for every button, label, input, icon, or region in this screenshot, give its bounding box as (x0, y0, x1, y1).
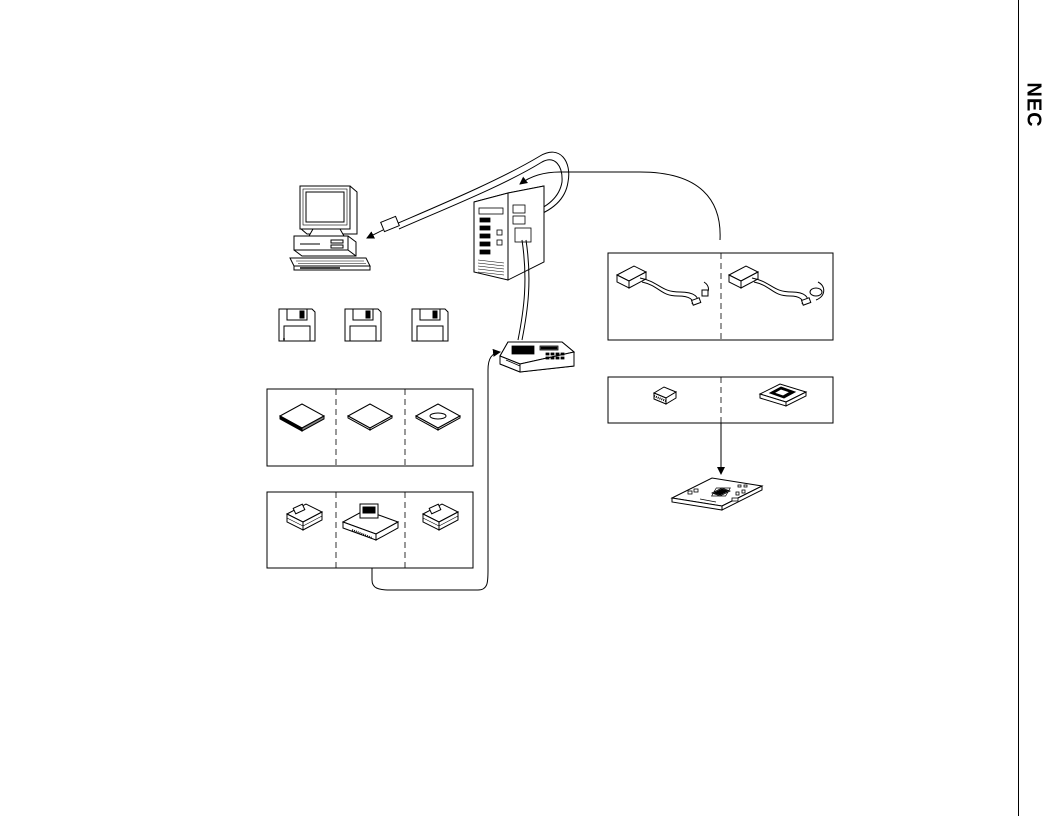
cable-connector-icon (380, 215, 400, 233)
keyboard-icon (289, 257, 371, 271)
brand-logo-text: NEC (1022, 82, 1045, 128)
probe-cable-icon (727, 265, 825, 306)
probe-cable-icon (615, 265, 709, 306)
pod-cable (517, 239, 530, 341)
lcc-socket-adapter-icon (758, 383, 808, 407)
plcc-adapter-icon (652, 386, 678, 405)
conversion-sockets-panel (266, 491, 474, 569)
floppy-disk-icon (411, 308, 449, 342)
probe-connection-arrow (519, 171, 721, 241)
system-unit-icon (293, 235, 357, 257)
emulator-unit (473, 185, 545, 281)
floppy-disk-icon (344, 308, 382, 342)
adapter-socket-icon (341, 503, 400, 541)
host-computer (289, 185, 371, 271)
brand-logo: NEC (1019, 70, 1047, 140)
socket-stack-icon (421, 503, 460, 531)
pod-controller (499, 341, 576, 373)
lcc-chip-icon (346, 403, 394, 431)
floppy-disks (278, 308, 449, 342)
socket-adapters-panel (607, 376, 834, 424)
page-edge-rule (1018, 0, 1019, 816)
qfp-chip-icon (278, 403, 326, 432)
emulation-probes-panel (607, 252, 834, 341)
target-board (670, 477, 764, 511)
socket-stack-icon (285, 503, 324, 531)
socket-to-pod-arrow (371, 348, 501, 591)
host-interface-cable (366, 151, 570, 239)
floppy-disk-icon (278, 308, 316, 342)
window-chip-icon (414, 403, 462, 431)
monitor-icon (299, 185, 358, 237)
device-packages-panel (266, 388, 474, 467)
